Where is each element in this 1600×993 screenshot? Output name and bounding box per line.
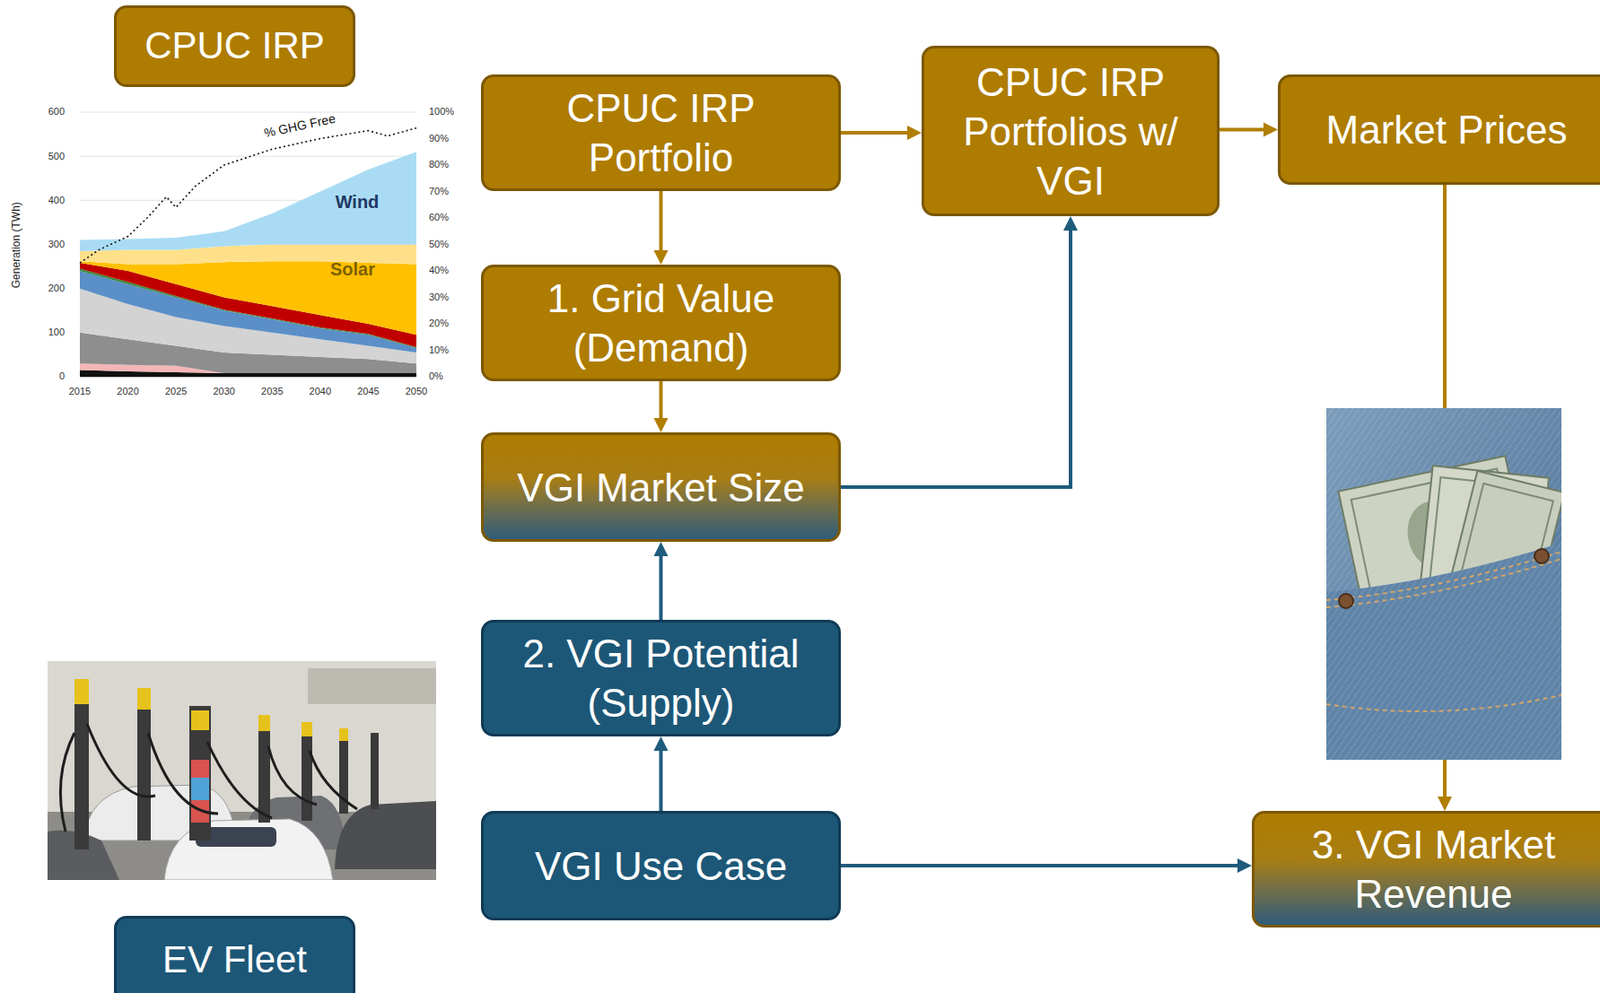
chart-label: 80% <box>428 158 469 171</box>
pocket-stitching <box>1326 559 1562 608</box>
chart-label: 500 <box>28 150 65 163</box>
chart-label: 100 <box>28 326 65 339</box>
chart-label: 300 <box>28 238 65 251</box>
chart-label: 100% <box>428 105 469 118</box>
arrowhead <box>907 125 922 140</box>
chart-label: 90% <box>428 132 469 145</box>
process-box: CPUC IRP Portfolios w/ VGI <box>921 45 1220 217</box>
node-label: Market Prices <box>1291 104 1600 155</box>
connector-line <box>840 864 1238 868</box>
connector <box>654 542 669 621</box>
chart-label: 600 <box>28 105 65 118</box>
node-label: VGI Use Case <box>494 841 828 892</box>
pocket <box>1326 542 1562 761</box>
connector-line <box>659 191 664 251</box>
connector-line <box>840 131 908 135</box>
process-box: 2. VGI Potential (Supply) <box>480 620 841 737</box>
node-label: VGI Market Size <box>494 463 828 513</box>
process-box: VGI Market Size <box>480 432 841 543</box>
caption-box: CPUC IRP <box>113 5 356 88</box>
arrowhead <box>1263 122 1278 138</box>
chart-label: 2045 <box>348 385 388 398</box>
chart-label: 2025 <box>156 385 196 398</box>
connector <box>654 736 669 812</box>
chart-label: 2030 <box>204 385 245 398</box>
connector <box>840 858 1252 874</box>
chart-label: 60% <box>428 211 469 224</box>
chart-label: 2035 <box>252 385 292 398</box>
chart-label: 2015 <box>60 385 100 398</box>
rivet <box>1534 549 1549 564</box>
chart-label: 40% <box>428 264 469 277</box>
connector <box>840 216 1078 488</box>
chart-label: 2040 <box>300 385 341 398</box>
denim-ground <box>1326 408 1562 761</box>
connector-line <box>659 381 664 419</box>
ev-charging-photo <box>47 661 437 881</box>
connector <box>654 191 669 265</box>
chart-label: Wind <box>321 191 394 213</box>
arrowhead <box>654 250 669 265</box>
node-label: EV Fleet <box>127 936 342 985</box>
chart-label: 10% <box>428 344 469 357</box>
connector <box>840 125 922 140</box>
rivet <box>1338 594 1354 609</box>
chart-label: 30% <box>428 291 469 304</box>
ghg-line <box>79 128 417 263</box>
arrowhead <box>1063 216 1078 231</box>
chart-label: % GHG Free <box>245 106 355 144</box>
sky <box>47 661 437 881</box>
connector <box>654 381 669 433</box>
arrowhead <box>654 418 669 433</box>
caption-box: EV Fleet <box>113 916 356 993</box>
arrowhead <box>654 542 669 557</box>
pocket-texture <box>1326 542 1562 761</box>
chart-label: 400 <box>28 194 65 207</box>
connector-line <box>840 230 1071 488</box>
chart-label: Solar <box>316 258 389 280</box>
stacked-areas <box>79 151 417 377</box>
money-pocket-photo <box>1326 408 1562 761</box>
chart-label: 20% <box>428 317 469 330</box>
chart-grid <box>79 112 417 377</box>
building <box>307 668 437 705</box>
node-label: 1. Grid Value (Demand) <box>494 273 828 373</box>
process-box: Market Prices <box>1277 74 1600 185</box>
chart-label: 0 <box>28 370 65 383</box>
charging-posts <box>74 679 379 850</box>
connector-line <box>659 556 664 621</box>
chart-label: 200 <box>28 282 65 295</box>
connector-line <box>1219 128 1264 132</box>
pocket-seam <box>1326 695 1562 712</box>
arrowhead <box>654 736 669 752</box>
connector <box>1219 122 1278 138</box>
chart-label: Generation (TWh) <box>9 173 23 317</box>
grid-line <box>79 112 417 114</box>
process-box: 3. VGI Market Revenue <box>1251 811 1600 928</box>
node-label: CPUC IRP Portfolio <box>494 83 828 183</box>
arrowhead <box>1437 796 1452 812</box>
process-box: CPUC IRP Portfolio <box>480 74 841 192</box>
connector-line <box>659 751 664 812</box>
node-label: 2. VGI Potential (Supply) <box>494 629 828 728</box>
node-label: CPUC IRP Portfolios w/ VGI <box>935 57 1207 206</box>
grid-line <box>79 156 417 158</box>
area-band <box>79 151 417 252</box>
chart-label: 0% <box>428 370 469 383</box>
denim-texture <box>1326 408 1562 761</box>
charging-cables <box>60 724 358 832</box>
process-box: VGI Use Case <box>480 811 841 921</box>
arrowhead <box>1237 858 1252 874</box>
node-label: 3. VGI Market Revenue <box>1265 820 1600 919</box>
pocket-stitching <box>1326 551 1562 601</box>
chart-label: 50% <box>428 238 469 251</box>
chart-label: 70% <box>428 185 469 198</box>
chart-label: 2050 <box>396 385 437 398</box>
chart-label: 2020 <box>108 385 149 398</box>
node-label: CPUC IRP <box>127 22 342 70</box>
process-box: 1. Grid Value (Demand) <box>480 264 841 382</box>
ghg-dotted-line <box>79 128 417 263</box>
